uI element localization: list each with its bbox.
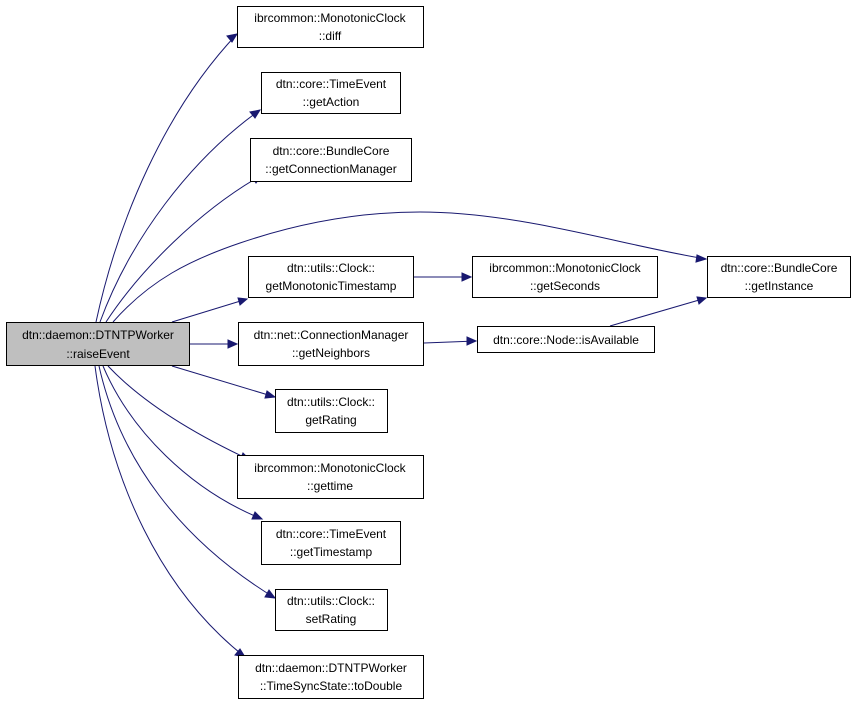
node-getNeighbors[interactable]: dtn::net::ConnectionManager ::getNeighbo… [238, 322, 424, 366]
node-getConnectionManager[interactable]: dtn::core::BundleCore ::getConnectionMan… [250, 138, 412, 182]
node-isAvailable-line1: dtn::core::Node::isAvailable [493, 333, 639, 347]
node-raiseEvent[interactable]: dtn::daemon::DTNTPWorker ::raiseEvent [6, 322, 190, 366]
node-diff[interactable]: ibrcommon::MonotonicClock ::diff [237, 6, 424, 48]
node-setRating[interactable]: dtn::utils::Clock:: setRating [275, 589, 388, 631]
node-getNeighbors-line1: dtn::net::ConnectionManager [254, 328, 409, 342]
node-getSeconds[interactable]: ibrcommon::MonotonicClock ::getSeconds [472, 256, 658, 298]
node-setRating-line1: dtn::utils::Clock:: [287, 594, 375, 608]
node-toDouble-line1: dtn::daemon::DTNTPWorker [255, 661, 407, 675]
node-getAction[interactable]: dtn::core::TimeEvent ::getAction [261, 72, 401, 114]
edge-raiseEvent-to-getMonotonicTimestamp [171, 297, 249, 323]
edge-raiseEvent-to-diff [95, 33, 239, 323]
node-gettime-line1: ibrcommon::MonotonicClock [254, 461, 406, 475]
node-getInstance[interactable]: dtn::core::BundleCore ::getInstance [707, 256, 851, 298]
node-getTimestamp-line1: dtn::core::TimeEvent [276, 527, 387, 541]
edge-raiseEvent-to-getRating [171, 365, 277, 399]
edge-raiseEvent-to-toDouble [94, 365, 247, 658]
edge-raiseEvent-to-getInstance [112, 211, 708, 323]
node-getConnectionManager-line1: dtn::core::BundleCore [273, 144, 390, 158]
node-diff-line2: ::diff [319, 29, 342, 43]
node-gettime[interactable]: ibrcommon::MonotonicClock ::gettime [237, 455, 424, 499]
node-setRating-line2: setRating [306, 612, 357, 626]
node-getRating-line2: getRating [305, 413, 356, 427]
node-getMonotonicTimestamp-line1: dtn::utils::Clock:: [287, 261, 375, 275]
node-getRating[interactable]: dtn::utils::Clock:: getRating [275, 389, 388, 433]
node-getSeconds-line2: ::getSeconds [530, 279, 600, 293]
edge-raiseEvent-to-getAction [99, 109, 262, 323]
node-getInstance-line2: ::getInstance [745, 279, 814, 293]
node-getAction-line1: dtn::core::TimeEvent [276, 77, 387, 91]
node-raiseEvent-line1: dtn::daemon::DTNTPWorker [22, 328, 174, 342]
node-getMonotonicTimestamp-line2: getMonotonicTimestamp [266, 279, 397, 293]
edge-isAvailable-to-getInstance [609, 296, 708, 327]
edge-raiseEvent-to-getTimestamp [102, 365, 264, 520]
node-gettime-line2: ::gettime [307, 479, 353, 493]
edge-getNeighbors-to-isAvailable [423, 336, 478, 346]
node-raiseEvent-line2: ::raiseEvent [66, 347, 130, 361]
node-diff-line1: ibrcommon::MonotonicClock [254, 11, 406, 25]
node-getConnectionManager-line2: ::getConnectionManager [265, 162, 396, 176]
node-toDouble[interactable]: dtn::daemon::DTNTPWorker ::TimeSyncState… [238, 655, 424, 699]
node-getRating-line1: dtn::utils::Clock:: [287, 395, 375, 409]
node-getNeighbors-line2: ::getNeighbors [292, 346, 370, 360]
node-getTimestamp[interactable]: dtn::core::TimeEvent ::getTimestamp [261, 521, 401, 565]
node-getTimestamp-line2: ::getTimestamp [290, 545, 373, 559]
node-getSeconds-line1: ibrcommon::MonotonicClock [489, 261, 641, 275]
node-getInstance-line1: dtn::core::BundleCore [721, 261, 838, 275]
node-isAvailable[interactable]: dtn::core::Node::isAvailable [477, 326, 655, 353]
node-toDouble-line2: ::TimeSyncState::toDouble [260, 679, 403, 693]
node-getAction-line2: ::getAction [303, 95, 360, 109]
edge-getMonotonicTimestamp-to-getSeconds [414, 272, 473, 282]
edge-raiseEvent-to-setRating [98, 365, 277, 599]
node-getMonotonicTimestamp[interactable]: dtn::utils::Clock:: getMonotonicTimestam… [248, 256, 414, 298]
edge-raiseEvent-to-getNeighbors [189, 339, 239, 349]
